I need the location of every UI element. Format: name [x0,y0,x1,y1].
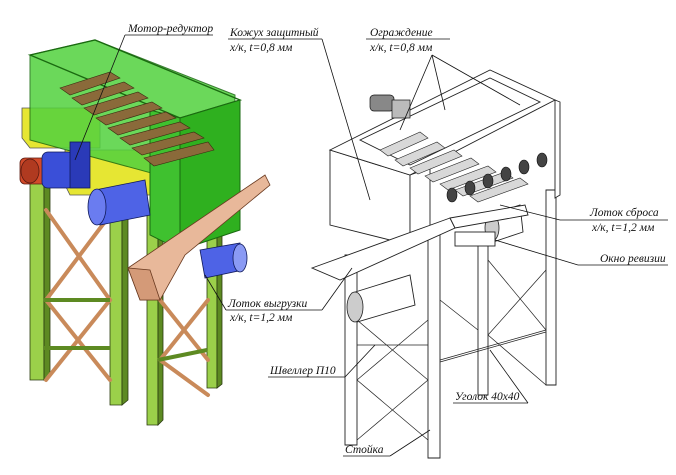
label-unload-chute-spec: х/к, t=1,2 мм [229,312,293,324]
colored-model [19,39,271,426]
label-unload-chute: Лоток выгрузки [227,298,308,310]
right-panel [554,99,561,199]
line-drawing [310,69,561,459]
label-channel: Швеллер П10 [269,365,336,377]
motor-reducer [19,141,91,189]
post-back-left [477,239,489,396]
inspection-window-line [454,231,496,247]
horizontal-bars [44,298,208,362]
mid-leg-side [121,190,129,406]
label-discharge-chute: Лоток сброса [589,207,659,219]
motor-line [369,94,411,119]
callouts: Мотор-редуктор Кожух защитный х/к, t=0,8… [74,23,668,457]
label-guard-spec: х/к, t=0,8 мм [369,42,433,54]
label-inspection-window: Окно ревизии [600,253,666,265]
back-leg-front [146,209,159,426]
right-leg-front [206,219,218,389]
label-angle: Уголок 40х40 [455,391,520,403]
left-leg-front [29,169,45,381]
unload-chute-colored [127,174,271,301]
label-motor: Мотор-редуктор [127,23,213,35]
label-guard: Ограждение [370,27,433,39]
line-braces [356,259,547,441]
label-casing-spec: х/к, t=0,8 мм [229,42,293,54]
post-back-right [545,189,557,386]
post-front-left [344,254,358,446]
post-front-right [427,234,441,459]
label-post: Стойка [345,443,384,456]
cross-braces [44,208,210,397]
label-casing: Кожух защитный [229,26,319,39]
discharge-chute-line [449,204,529,229]
label-discharge-chute-spec: х/к, t=1,2 мм [591,222,655,234]
roller-row [446,152,548,203]
screen-plates [59,71,215,167]
blue-drum [87,179,248,279]
